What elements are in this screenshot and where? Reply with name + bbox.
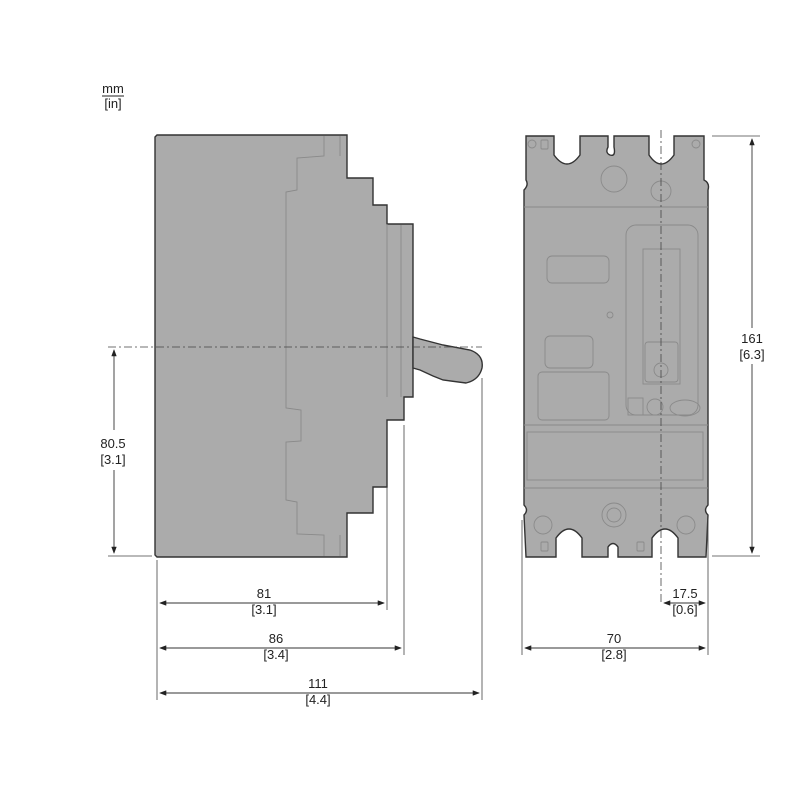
dim-handle-offset-mm: 17.5: [672, 586, 697, 601]
unit-in: [in]: [104, 96, 121, 111]
dim-width-in: [2.8]: [601, 647, 626, 662]
dim-handle-height-mm: 80.5: [100, 436, 125, 451]
front-view-details: [524, 139, 708, 552]
dim-height-mm: 161: [741, 331, 763, 346]
dim-depth-body-mm: 81: [257, 586, 271, 601]
side-view: [154, 134, 483, 558]
unit-mm: mm: [102, 81, 124, 96]
front-view: [523, 135, 710, 558]
dim-depth-body-in: [3.1]: [251, 602, 276, 617]
dim-width-mm: 70: [607, 631, 621, 646]
extension-lines: [108, 135, 760, 700]
dim-handle-height-in: [3.1]: [100, 452, 125, 467]
dim-depth-escutcheon-in: [3.4]: [263, 647, 288, 662]
dim-handle-offset-in: [0.6]: [672, 602, 697, 617]
dim-depth-handle-in: [4.4]: [305, 692, 330, 707]
side-view-handle: [412, 336, 483, 384]
side-view-body: [154, 134, 414, 558]
dim-depth-escutcheon-mm: 86: [269, 631, 283, 646]
units-legend: mm [in]: [102, 81, 124, 111]
side-view-inner-contour: [285, 136, 402, 556]
front-view-body: [523, 135, 710, 558]
dim-depth-handle-mm: 111: [308, 676, 328, 691]
dim-height-in: [6.3]: [739, 347, 764, 362]
